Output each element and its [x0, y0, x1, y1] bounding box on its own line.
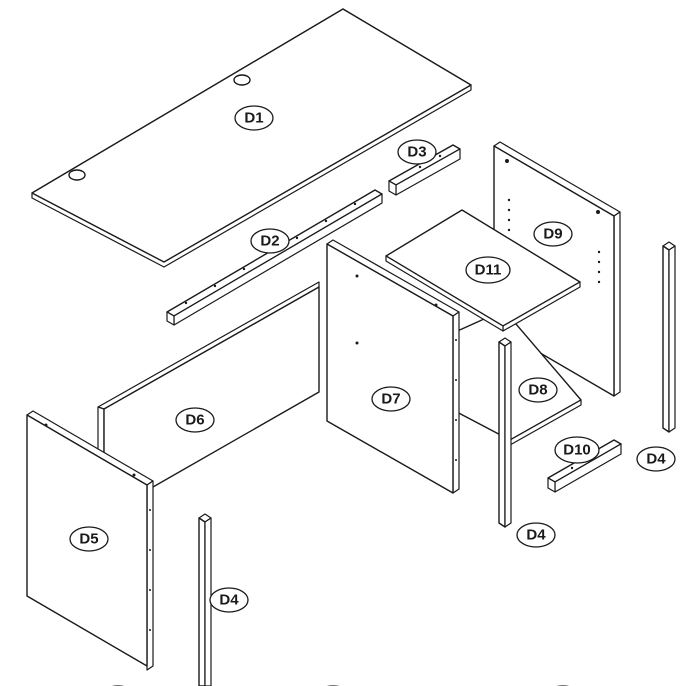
- svg-text:D3: D3: [407, 144, 426, 161]
- svg-text:D1: D1: [244, 110, 263, 127]
- part-d1-top-panel: [31, 8, 472, 268]
- label-d2: D2: [250, 228, 290, 254]
- part-d4-leg-middle: [498, 337, 512, 528]
- label-d1: D1: [234, 105, 274, 131]
- svg-text:D4: D4: [526, 527, 546, 544]
- label-d4-right: D4: [636, 446, 676, 472]
- part-d4-leg-bottom: [198, 513, 212, 686]
- svg-text:D7: D7: [381, 391, 400, 408]
- svg-text:D8: D8: [528, 382, 547, 399]
- label-d6: D6: [175, 407, 215, 433]
- grommet-hole-icon: [233, 74, 251, 86]
- label-d8: D8: [518, 377, 558, 403]
- part-d3-rail: [388, 144, 461, 196]
- svg-text:D6: D6: [185, 412, 204, 429]
- part-d7-divider-panel: [326, 239, 460, 494]
- svg-text:D2: D2: [260, 233, 279, 250]
- label-d5: D5: [69, 526, 109, 552]
- label-d10: D10: [554, 436, 600, 464]
- svg-text:D10: D10: [563, 442, 591, 459]
- svg-text:D9: D9: [543, 226, 562, 243]
- svg-text:D11: D11: [475, 262, 502, 279]
- svg-text:D5: D5: [79, 531, 98, 548]
- label-d7: D7: [371, 386, 411, 412]
- label-d9: D9: [533, 221, 573, 247]
- grommet-hole-icon: [68, 169, 86, 181]
- label-d11: D11: [465, 256, 511, 284]
- svg-text:D4: D4: [646, 451, 666, 468]
- label-d4-middle: D4: [516, 522, 556, 548]
- part-d4-leg-right: [662, 241, 676, 433]
- svg-text:D4: D4: [219, 592, 239, 609]
- label-d4-bottom: D4: [209, 587, 249, 613]
- part-d6-back-panel: [97, 281, 320, 496]
- label-d3: D3: [397, 139, 437, 165]
